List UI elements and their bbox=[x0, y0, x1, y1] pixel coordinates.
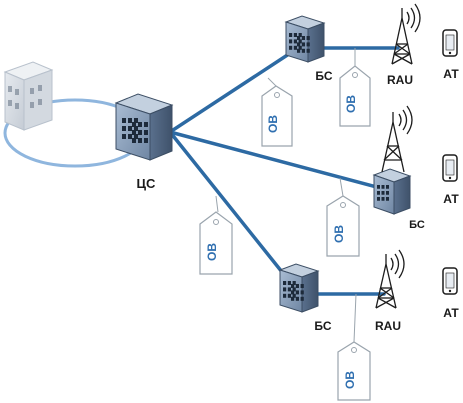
terminal-top-label: АТ bbox=[443, 67, 459, 81]
terminal-top-phone-icon bbox=[442, 29, 458, 57]
fiber-tag-1: ОВ bbox=[261, 77, 293, 147]
ghost-building-icon bbox=[3, 61, 54, 131]
link-cs-bs-top bbox=[168, 50, 294, 134]
terminal-bottom-phone-icon bbox=[442, 267, 458, 295]
link-cs-bs-bottom bbox=[168, 130, 292, 284]
fiber-tag-4: ОВ bbox=[326, 177, 360, 257]
central-station-building-icon bbox=[114, 93, 174, 161]
base-station-top-label: БС bbox=[315, 69, 332, 83]
mid-tower-icon bbox=[381, 105, 413, 173]
rau-top-tower-icon bbox=[391, 3, 421, 65]
fiber-tag-4-label: ОВ bbox=[332, 225, 346, 243]
terminal-mid-label: АТ bbox=[443, 192, 459, 206]
base-station-bottom-label: БС bbox=[314, 319, 331, 333]
terminal-mid-phone-icon bbox=[442, 154, 458, 182]
link-cs-bs-mid bbox=[168, 130, 390, 192]
base-station-top-building-icon bbox=[284, 15, 326, 63]
fiber-tag-2: ОВ bbox=[339, 48, 371, 127]
fiber-tag-2-label: ОВ bbox=[344, 95, 358, 113]
base-station-bottom-building-icon bbox=[278, 263, 320, 313]
rau-bottom-tower-icon bbox=[375, 249, 405, 309]
fiber-tag-3: ОВ bbox=[199, 195, 233, 275]
base-station-mid-label: БС bbox=[409, 219, 425, 231]
fiber-tag-5-label: ОВ bbox=[343, 371, 357, 389]
central-station-label: ЦС bbox=[137, 176, 156, 191]
rau-bottom-label: RAU bbox=[375, 319, 401, 333]
rau-top-label: RAU bbox=[387, 73, 413, 87]
base-station-mid-building-icon bbox=[372, 168, 412, 215]
fiber-tag-5: ОВ bbox=[337, 293, 371, 401]
fiber-links bbox=[168, 46, 400, 296]
fiber-tag-3-label: ОВ bbox=[205, 243, 219, 261]
terminal-bottom-label: АТ bbox=[443, 306, 459, 320]
fiber-tag-1-label: ОВ bbox=[266, 115, 280, 133]
